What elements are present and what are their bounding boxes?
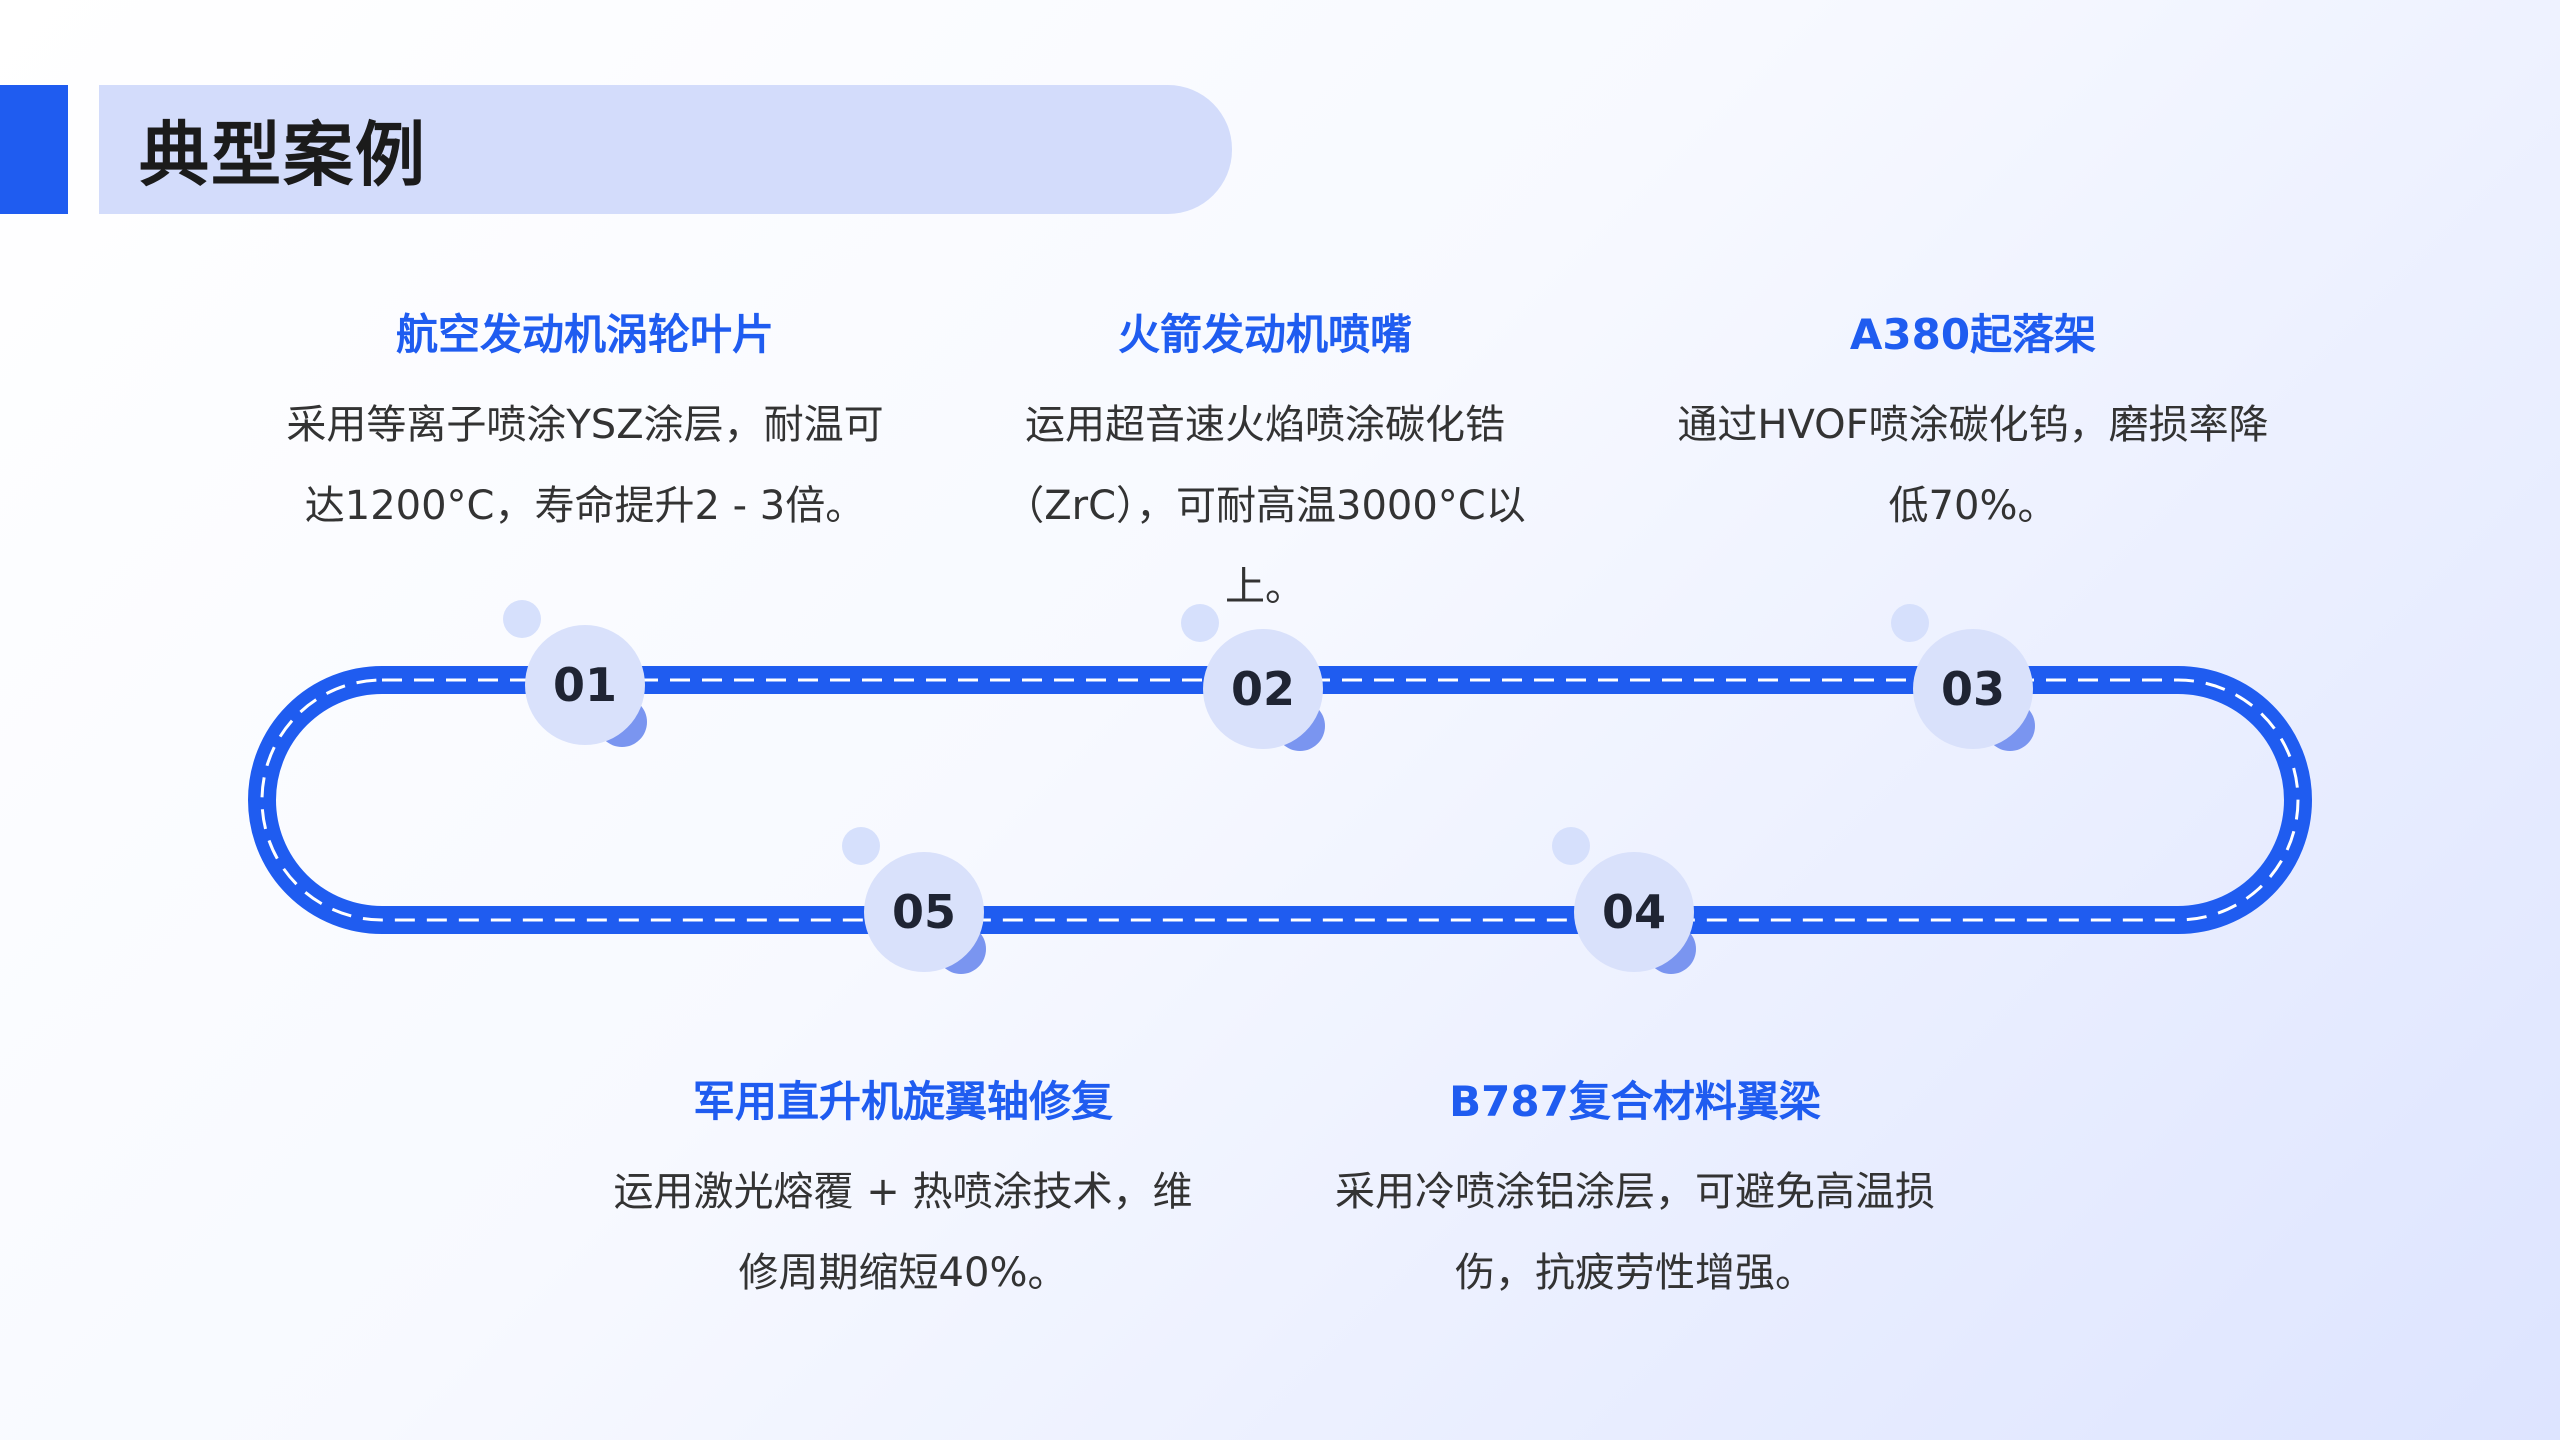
step-dot-light bbox=[1891, 604, 1929, 642]
step-marker-02: 02 bbox=[1181, 604, 1325, 751]
case-card-05: 军用直升机旋翼轴修复 运用激光熔覆 + 热喷涂技术，维修周期缩短40%。 bbox=[593, 1072, 1213, 1314]
case-card-02: 火箭发动机喷嘴 运用超音速火焰喷涂碳化锆（ZrC），可耐高温3000°C以上。 bbox=[955, 305, 1575, 628]
step-dot-light bbox=[842, 827, 880, 865]
step-marker-01: 01 bbox=[503, 600, 647, 747]
case-description: 采用冷喷涂铝涂层，可避免高温损伤，抗疲劳性增强。 bbox=[1335, 1169, 1935, 1296]
title-accent-bar bbox=[0, 85, 68, 214]
case-description: 运用超音速火焰喷涂碳化锆（ZrC），可耐高温3000°C以上。 bbox=[1004, 402, 1526, 610]
case-title: 火箭发动机喷嘴 bbox=[1117, 310, 1412, 359]
case-title: 军用直升机旋翼轴修复 bbox=[692, 1077, 1113, 1126]
step-number: 03 bbox=[1913, 629, 2033, 749]
step-dot-light bbox=[1552, 827, 1590, 865]
step-number: 05 bbox=[864, 852, 984, 972]
case-description: 采用等离子喷涂YSZ涂层，耐温可达1200°C，寿命提升2 - 3倍。 bbox=[286, 402, 884, 529]
case-card-03: A380起落架 通过HVOF喷涂碳化钨，磨损率降低70%。 bbox=[1663, 305, 2283, 547]
step-dot-light bbox=[1181, 604, 1219, 642]
case-description: 运用激光熔覆 + 热喷涂技术，维修周期缩短40%。 bbox=[613, 1169, 1193, 1296]
step-number: 02 bbox=[1203, 629, 1323, 749]
step-number: 01 bbox=[525, 625, 645, 745]
step-marker-05: 05 bbox=[842, 827, 986, 974]
step-marker-04: 04 bbox=[1552, 827, 1696, 974]
case-description: 通过HVOF喷涂碳化钨，磨损率降低70%。 bbox=[1677, 402, 2269, 529]
case-card-04: B787复合材料翼梁 采用冷喷涂铝涂层，可避免高温损伤，抗疲劳性增强。 bbox=[1325, 1072, 1945, 1314]
step-marker-03: 03 bbox=[1891, 604, 2035, 751]
case-title: A380起落架 bbox=[1849, 310, 2097, 359]
step-number: 04 bbox=[1574, 852, 1694, 972]
case-title: 航空发动机涡轮叶片 bbox=[395, 310, 774, 359]
case-title: B787复合材料翼梁 bbox=[1449, 1077, 1821, 1126]
page-title: 典型案例 bbox=[139, 114, 427, 196]
title-banner: 典型案例 bbox=[99, 85, 1232, 214]
case-card-01: 航空发动机涡轮叶片 采用等离子喷涂YSZ涂层，耐温可达1200°C，寿命提升2 … bbox=[275, 305, 895, 547]
step-dot-light bbox=[503, 600, 541, 638]
